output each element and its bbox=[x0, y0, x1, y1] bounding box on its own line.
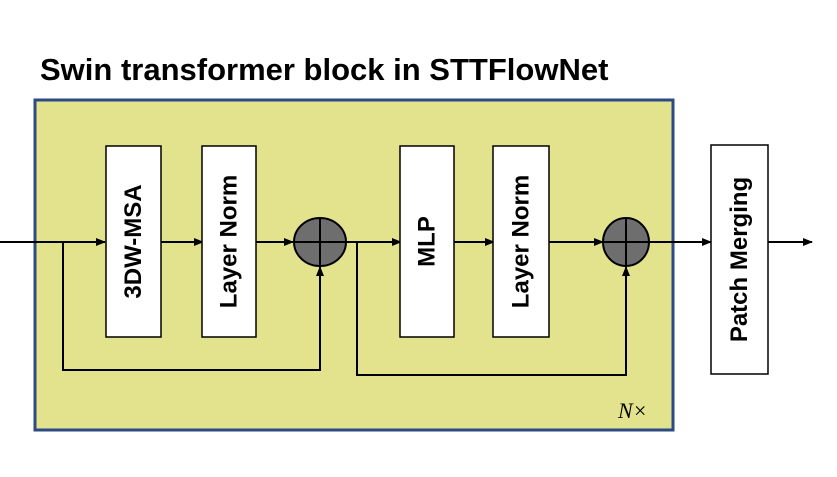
msa-label: 3DW-MSA bbox=[120, 184, 147, 298]
skip-connection-1 bbox=[62, 242, 324, 371]
patch-merging-block bbox=[710, 144, 769, 375]
diagram-title: Swin transformer block in STTFlowNet bbox=[40, 52, 609, 87]
repeat-count-label: N× bbox=[617, 398, 648, 423]
skip-connection-2 bbox=[356, 242, 630, 376]
add-node-2 bbox=[602, 217, 650, 267]
mlp-label: MLP bbox=[414, 216, 441, 267]
layer-norm-block-1 bbox=[201, 145, 257, 338]
patch-merging-label: Patch Merging bbox=[726, 177, 753, 342]
add-node-1 bbox=[293, 217, 347, 267]
layer-norm-label-1: Layer Norm bbox=[216, 175, 243, 308]
msa-block bbox=[105, 145, 162, 338]
layer-norm-label-2: Layer Norm bbox=[508, 175, 535, 308]
layer-norm-block-2 bbox=[492, 145, 550, 338]
mlp-block bbox=[399, 145, 455, 338]
